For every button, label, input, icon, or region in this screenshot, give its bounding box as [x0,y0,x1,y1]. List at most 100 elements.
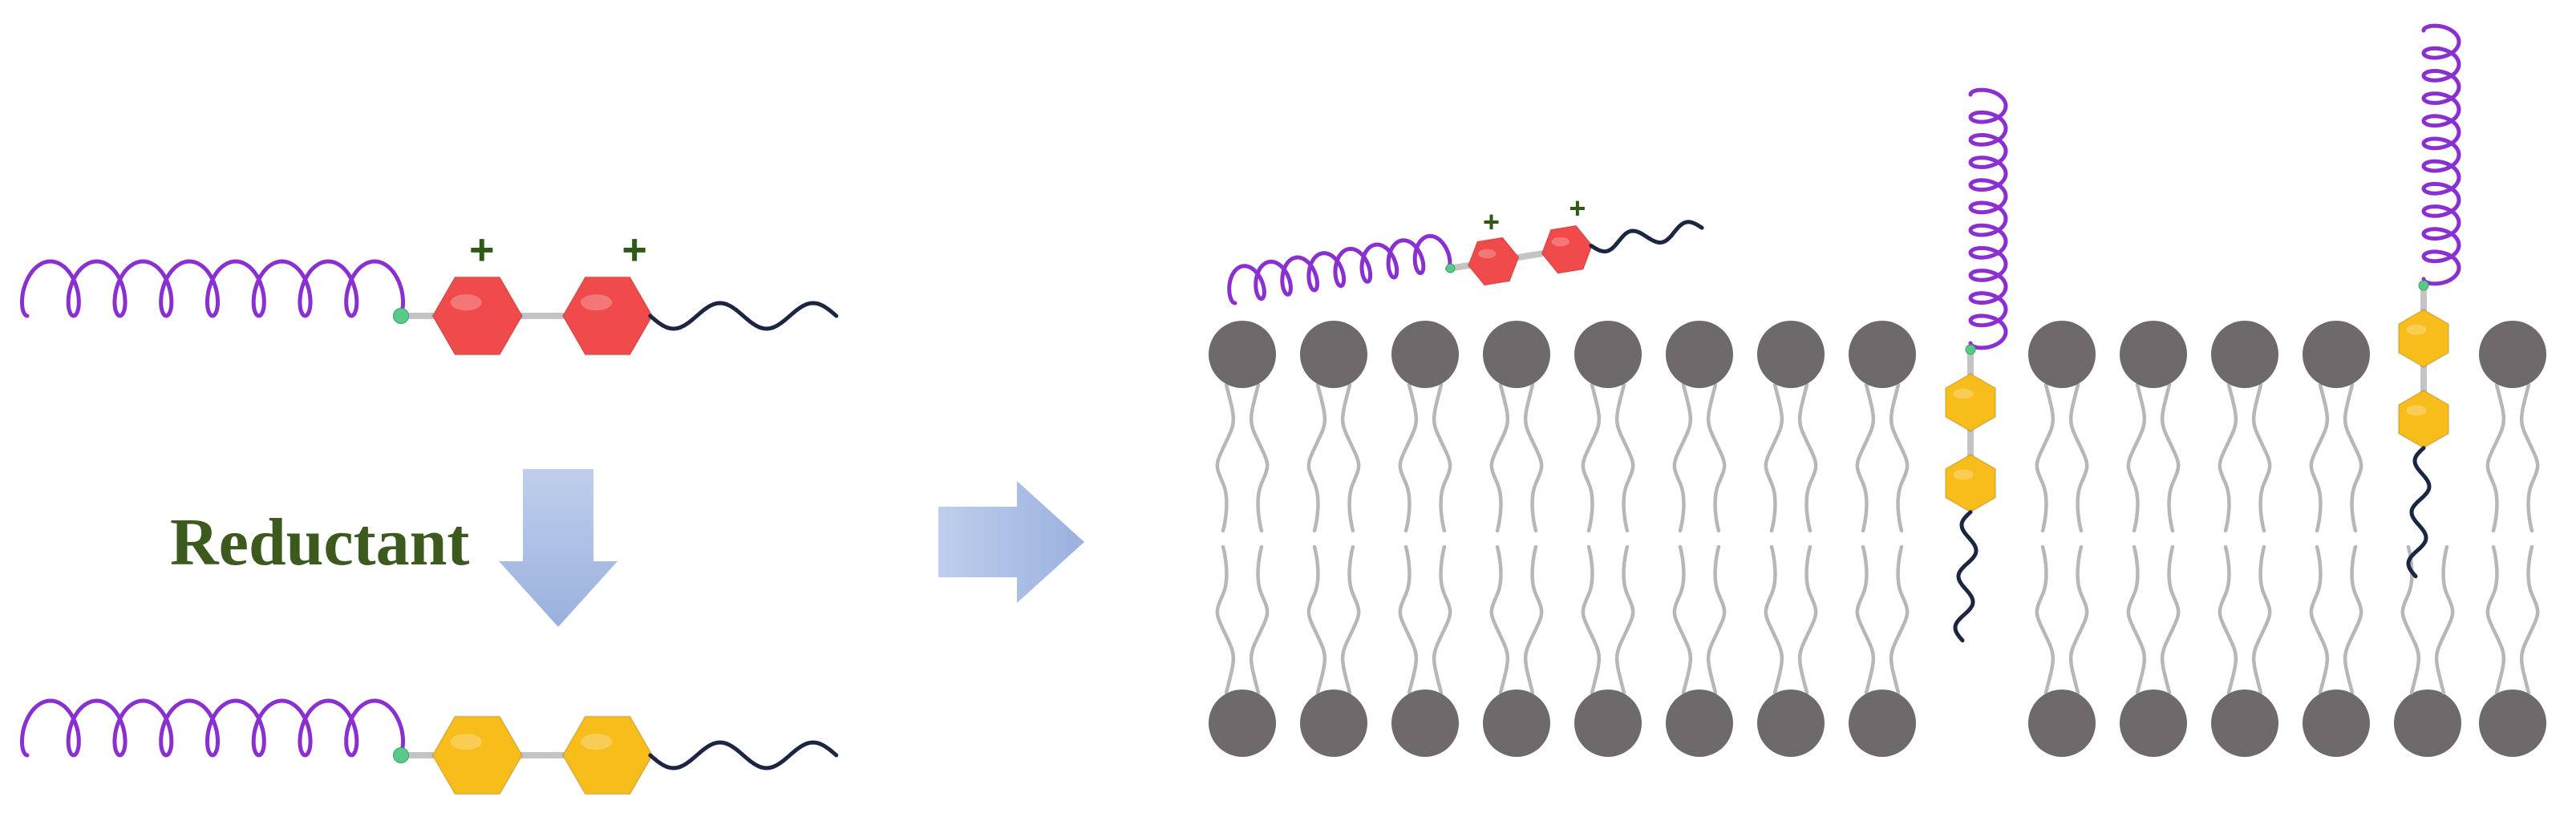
lipid-tail [1215,544,1236,695]
lipid-tail [1523,544,1544,695]
oxidized-charge-2: + [622,226,647,274]
lipid-tail [2160,382,2181,533]
lipid-tail [2519,382,2540,533]
lipid-tail [1432,544,1452,695]
lipid-tail [1614,544,1635,695]
insert-1-helix [1968,87,2008,350]
oxidized-charge-1: + [469,226,495,274]
lipid-tail [2035,382,2056,533]
insert-1-node [1965,344,1976,355]
surface-linker-2 [1513,250,1545,261]
lipid-head-top [1574,321,1642,388]
lipid-tail [1581,382,1602,533]
lipid-head-bottom [1391,690,1459,757]
lipid-head-bottom [1300,690,1367,757]
reduced-ring-2 [561,715,654,795]
oxidized-tail [648,301,839,331]
reduced-molecule [19,698,839,795]
surface-ring-1 [1467,237,1520,286]
surface-helix [1227,233,1452,305]
insert-1-tail [1953,510,1979,643]
lipid-tail [1614,382,1635,533]
lipid-head-top [1391,321,1459,388]
lipid-head-bottom [2211,690,2278,757]
lipid-tail [2068,544,2089,695]
lipid-head-bottom [1574,690,1642,757]
lipid-tail [1306,544,1327,695]
lipid-tail [2160,544,2181,695]
lipid-tail [2485,382,2506,533]
lipid-head-top [1666,321,1733,388]
lipid-head-bottom [2394,690,2461,757]
insert-1-ring-2-highlight [1953,469,1974,480]
arrow-down-icon [499,469,618,627]
reduced-tail [648,740,839,770]
lipid-head-top [2028,321,2096,388]
insert-2-ring-2 [2397,389,2450,449]
lipid-tail [1306,382,1327,533]
surface-tail [1589,220,1704,254]
insert-1-ring-1 [1944,372,1997,433]
insert-2-ring-2-highlight [2406,405,2427,416]
lipid-tail [2309,544,2330,695]
lipid-tail [1340,544,1361,695]
lipid-head-top [1209,321,1276,388]
lipid-tail [1489,382,1510,533]
lipid-head-bottom [2120,690,2187,757]
lipid-head-top [1757,321,1825,388]
reduced-ring-1-highlight [450,734,482,750]
oxidized-node [392,307,410,325]
lipid-tail [1489,544,1510,695]
lipid-tail [1855,382,1876,533]
inserted-molecule-1 [1944,87,2008,643]
insert-2-node [2418,280,2429,291]
reduced-helix [19,698,406,758]
lipid-tail [1706,544,1727,695]
lipid-head-top [1300,321,1367,388]
lipid-tail [2218,544,2238,695]
lipid-head-bottom [1666,690,1733,757]
lipid-head-bottom [1757,690,1825,757]
lipid-tail [1797,382,1818,533]
oxidized-molecule: ++ [19,226,839,356]
lipid-tail [2400,544,2421,695]
surface-node [1445,263,1456,273]
reduced-ring-1 [431,715,524,795]
lipid-bilayer [1209,321,2546,757]
lipid-tail [1672,544,1693,695]
oxidized-helix [19,259,406,318]
lipid-head-top [2479,321,2546,388]
lipid-head-bottom [2303,690,2370,757]
lipid-head-top [1483,321,1550,388]
lipid-tail [1764,544,1784,695]
lipid-head-bottom [2028,690,2096,757]
insert-2-helix [2421,23,2461,286]
insert-2-tail [2406,446,2432,579]
reductant-label: Reductant [170,505,469,580]
lipid-tail [1764,382,1784,533]
surface-charge-2: + [1569,192,1586,224]
oxidized-ring-2 [561,276,654,356]
lipid-tail [1398,382,1419,533]
lipid-tail [1672,382,1693,533]
lipid-tail [2309,382,2330,533]
surface-ring-2 [1541,224,1594,275]
oxidized-ring-1 [431,276,524,356]
lipid-head-bottom [1849,690,1916,757]
reduced-ring-2-highlight [581,734,613,750]
lipid-tail [2519,544,2540,695]
surface-ring-1-highlight [1478,249,1497,259]
lipid-head-top [2120,321,2187,388]
lipid-tail [2343,382,2363,533]
lipid-tail [1398,544,1419,695]
lipid-tail [2251,382,2272,533]
lipid-tail [2434,544,2455,695]
insert-1-ring-1-highlight [1953,388,1974,399]
lipid-tail [1249,382,1270,533]
insert-2-ring-1 [2397,308,2450,369]
lipid-tail [1706,382,1727,533]
lipid-tail [2343,544,2363,695]
lipid-tail [1432,382,1452,533]
lipid-tail [2126,382,2147,533]
